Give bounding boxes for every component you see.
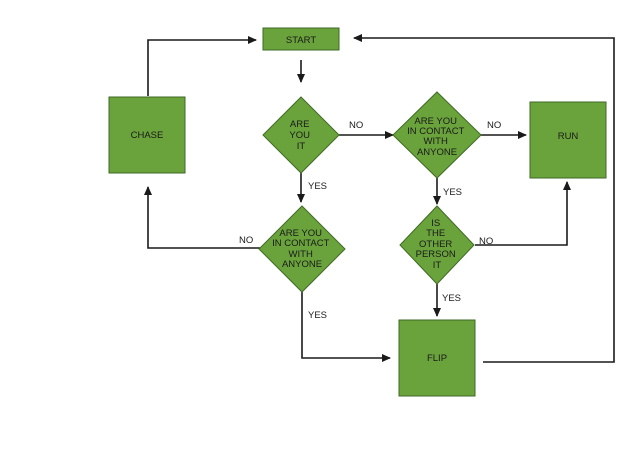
contact-bottom-no-label: NO (239, 235, 253, 246)
contact-bottom-line-1: ARE YOU (279, 228, 322, 239)
contact-bottom-yes-label: YES (308, 310, 327, 321)
other-person-it-decision: IS THE OTHER PERSON IT (399, 205, 475, 285)
arrow-contact-no-to-chase (144, 186, 260, 249)
other-person-line-3: OTHER (419, 239, 452, 250)
are-you-it-decision: ARE YOU IT (262, 96, 340, 174)
contact-top-line-4: ANYONE (417, 147, 457, 158)
contact-bottom-line-2: IN CONTACT (272, 238, 330, 249)
contact-top-yes-label: YES (443, 187, 462, 198)
contact-top-line-2: IN CONTACT (407, 126, 465, 137)
contact-bottom-label: ARE YOU IN CONTACT WITH ANYONE (272, 228, 332, 270)
are-you-it-yes-label: YES (308, 181, 327, 192)
other-person-line-4: PERSON (416, 249, 456, 260)
run-node: RUN (529, 101, 607, 179)
contact-top-label: ARE YOU IN CONTACT WITH ANYONE (407, 116, 467, 158)
contact-bottom-line-3: WITH (289, 249, 313, 260)
other-person-line-5: IT (433, 260, 442, 271)
contact-top-line-3: WITH (424, 136, 448, 147)
arrow-other-person-no-to-run (475, 181, 571, 246)
contact-top-no-label: NO (487, 120, 501, 131)
are-you-it-line-2: YOU (289, 130, 310, 141)
arrow-contact-yes-to-flip (301, 292, 391, 362)
chase-label: CHASE (131, 130, 164, 141)
are-you-it-label: ARE YOU IT (289, 119, 312, 152)
start-label: START (286, 35, 316, 46)
are-you-it-line-3: IT (297, 141, 306, 152)
start-node: START (262, 27, 340, 51)
other-person-no-label: NO (479, 236, 493, 247)
other-person-line-2: THE (426, 228, 445, 239)
connectors (144, 34, 615, 363)
arrow-flip-to-start (353, 34, 615, 363)
edge-labels: NO NO YES YES NO NO YES YES (239, 120, 501, 321)
arrow-chase-to-start (147, 36, 257, 96)
contact-bottom-line-4: ANYONE (282, 259, 322, 270)
are-you-it-line-1: ARE (290, 119, 310, 130)
are-you-it-no-label: NO (349, 120, 363, 131)
other-person-line-1: IS (431, 218, 440, 229)
contact-top-line-1: ARE YOU (414, 116, 457, 127)
flip-label: FLIP (427, 353, 447, 364)
chase-node: CHASE (108, 96, 186, 174)
run-label: RUN (558, 131, 579, 142)
flip-node: FLIP (398, 319, 476, 397)
contact-top-decision: ARE YOU IN CONTACT WITH ANYONE (392, 91, 482, 179)
other-person-it-label: IS THE OTHER PERSON IT (416, 218, 459, 271)
other-person-yes-label: YES (442, 293, 461, 304)
contact-bottom-decision: ARE YOU IN CONTACT WITH ANYONE (258, 205, 346, 293)
